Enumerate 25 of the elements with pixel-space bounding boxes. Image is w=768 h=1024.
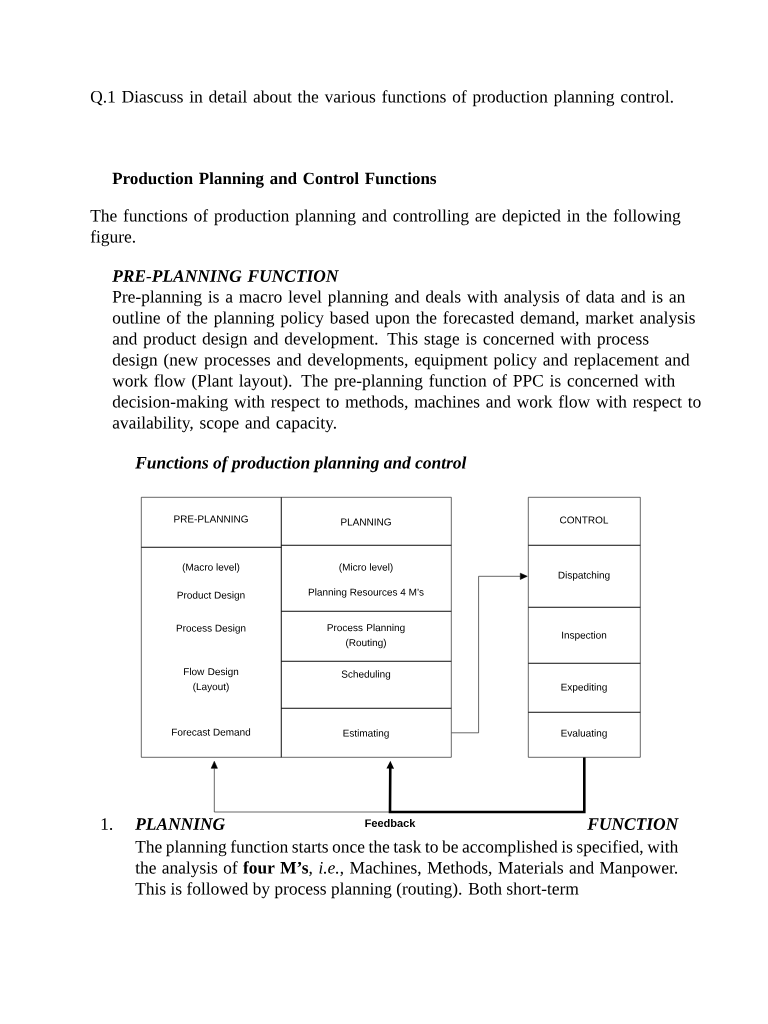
table-cell: Evaluating: [528, 712, 641, 758]
table-cell: Scheduling: [281, 661, 452, 709]
table-cell: Dispatching: [528, 545, 641, 608]
table-cell: Inspection: [528, 607, 641, 664]
arrow: [451, 572, 528, 734]
section-heading: Production Planning and Control Functions: [112, 172, 437, 188]
table-cell: (Micro level) Planning Resources 4 M’s: [281, 545, 452, 612]
paragraph: The planning function starts once the task to be accomplished is specified, with the analysis of four M’s, i.e., Machines, Methods, Materials and Manpower. This is followed by process planning (routing). Both short-term: [135, 840, 679, 899]
arrow: [386, 757, 586, 814]
table-cell: Expediting: [528, 663, 641, 713]
table-cell: CONTROL: [528, 497, 641, 546]
edge-label: Feedback: [363, 817, 417, 829]
list-heading: FUNCTION: [587, 818, 679, 830]
list-heading: PLANNING: [135, 818, 225, 830]
table-cell: Process Planning (Routing): [281, 611, 452, 662]
diagram-title: Functions of production planning and control: [135, 456, 467, 473]
paragraph: Pre-planning is a macro level planning and deals with analysis of data and is an outline of the planning policy based upon the forecasted demand, market analysis and product design and development. This stage is concerned with process design (new processes and developments, equipment policy and replacement and work flow (Plant layout). The pre-planning function of PPC is concerned with decision-making with respect to methods, machines and work flow with respect to availability, scope and capacity.: [112, 290, 701, 433]
table-cell: (Macro level) Product Design Process Design Flow Design (Layout) Forecast Demand: [141, 547, 282, 758]
paragraph: The functions of production planning and controlling are depicted in the following figure.: [90, 209, 681, 247]
table-cell: Estimating: [281, 708, 452, 758]
list-number: 1.: [101, 818, 113, 830]
table-cell: PRE-PLANNING: [141, 497, 282, 548]
question-text: Q.1 Diascuss in detail about the various functions of production planning control.: [90, 90, 673, 107]
subheading: PRE-PLANNING FUNCTION: [112, 270, 339, 282]
table-cell: PLANNING: [281, 497, 452, 546]
